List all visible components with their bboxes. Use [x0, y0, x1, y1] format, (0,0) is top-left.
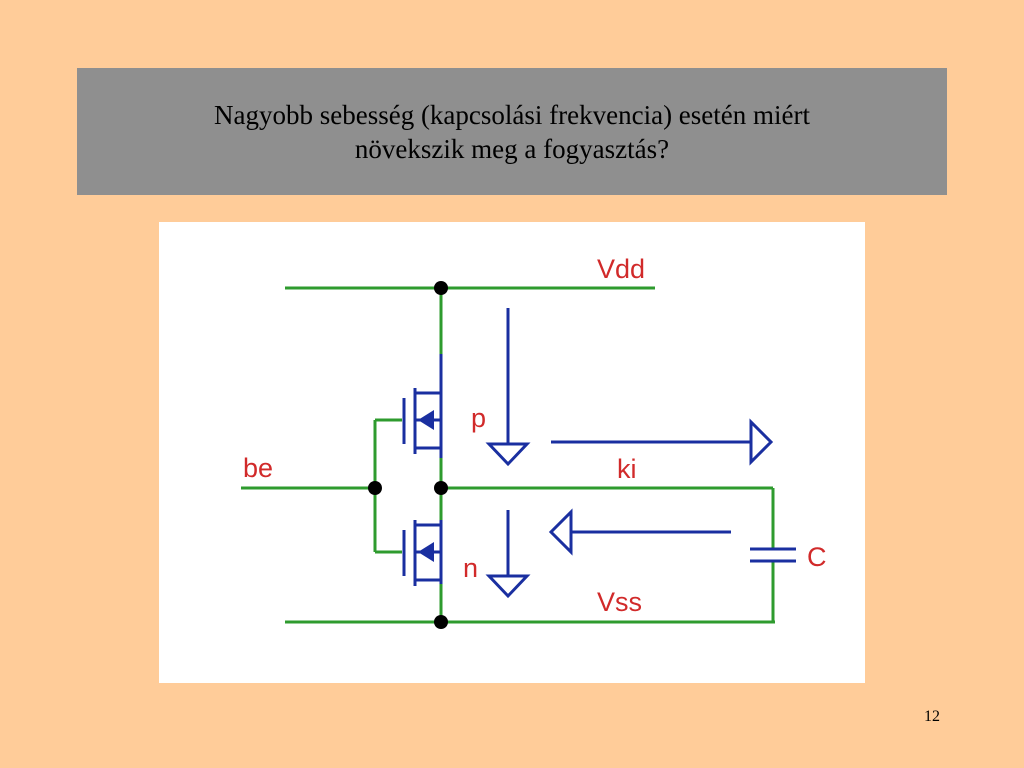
slide-title-line-1: Nagyobb sebesség (kapcsolási frekvencia)…	[213, 99, 811, 130]
vss-junction-dot	[434, 615, 448, 629]
nmos-transistor	[402, 520, 443, 586]
vss-label: Vss	[597, 587, 642, 617]
pmos-label: p	[471, 403, 486, 433]
capacitor-label: C	[807, 542, 827, 572]
wires	[241, 286, 775, 624]
nmos-current-arrow-head	[485, 574, 531, 599]
slide-title-box: Nagyobb sebesség (kapcsolási frekvencia)…	[77, 68, 947, 195]
output-junction-dot	[434, 481, 448, 495]
capacitor	[750, 547, 796, 563]
vdd-junction-dot	[434, 281, 448, 295]
output-arrow-head	[749, 418, 774, 466]
current-arrows	[485, 308, 774, 599]
input-label: be	[243, 453, 273, 483]
vdd-label: Vdd	[597, 254, 645, 284]
input-junction-dot	[368, 481, 382, 495]
nmos-label: n	[463, 553, 478, 583]
circuit-svg: Vdd Vss be ki p n C	[241, 254, 827, 629]
output-label: ki	[617, 454, 637, 484]
junction-dots	[368, 281, 448, 629]
pmos-transistor	[402, 354, 443, 458]
cmos-inverter-diagram: Vdd Vss be ki p n C	[159, 222, 865, 683]
page-number: 12	[924, 708, 940, 725]
pmos-current-arrow-head	[485, 442, 531, 467]
slide-title-line-2: növekszik meg a fogyasztás?	[354, 133, 670, 164]
discharge-arrow-head	[548, 508, 573, 556]
